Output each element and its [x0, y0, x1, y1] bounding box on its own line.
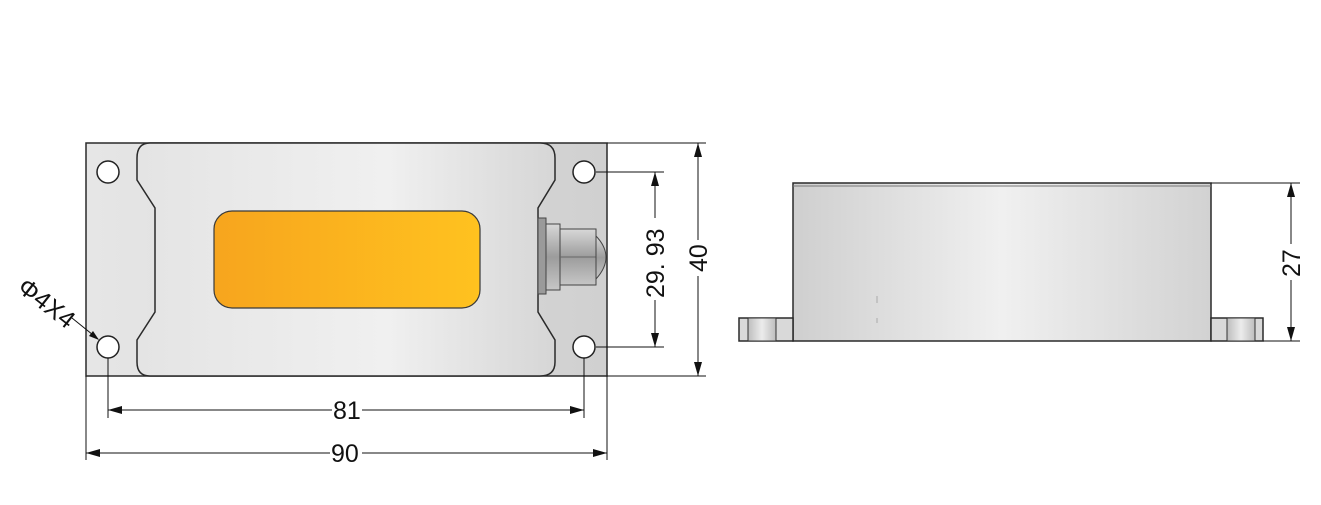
mounting-hole [572, 335, 596, 359]
hole-spec-label: Φ4X4 [12, 273, 80, 335]
mounting-hole [572, 160, 596, 184]
hole-pitch-horizontal-label: 81 [333, 397, 361, 425]
mounting-hole [96, 160, 120, 184]
overall-width-label: 90 [331, 440, 359, 468]
display-window [213, 210, 481, 309]
cable-gland [537, 217, 607, 295]
hole-pitch-vertical-label: 29. 93 [642, 228, 670, 298]
side-height-label: 27 [1278, 249, 1306, 277]
front-view [85, 142, 608, 377]
side-dimensions: 27 [1211, 182, 1306, 342]
overall-height-label: 40 [685, 244, 713, 272]
side-body [792, 182, 1212, 342]
side-view [738, 182, 1264, 342]
mounting-hole [96, 335, 120, 359]
